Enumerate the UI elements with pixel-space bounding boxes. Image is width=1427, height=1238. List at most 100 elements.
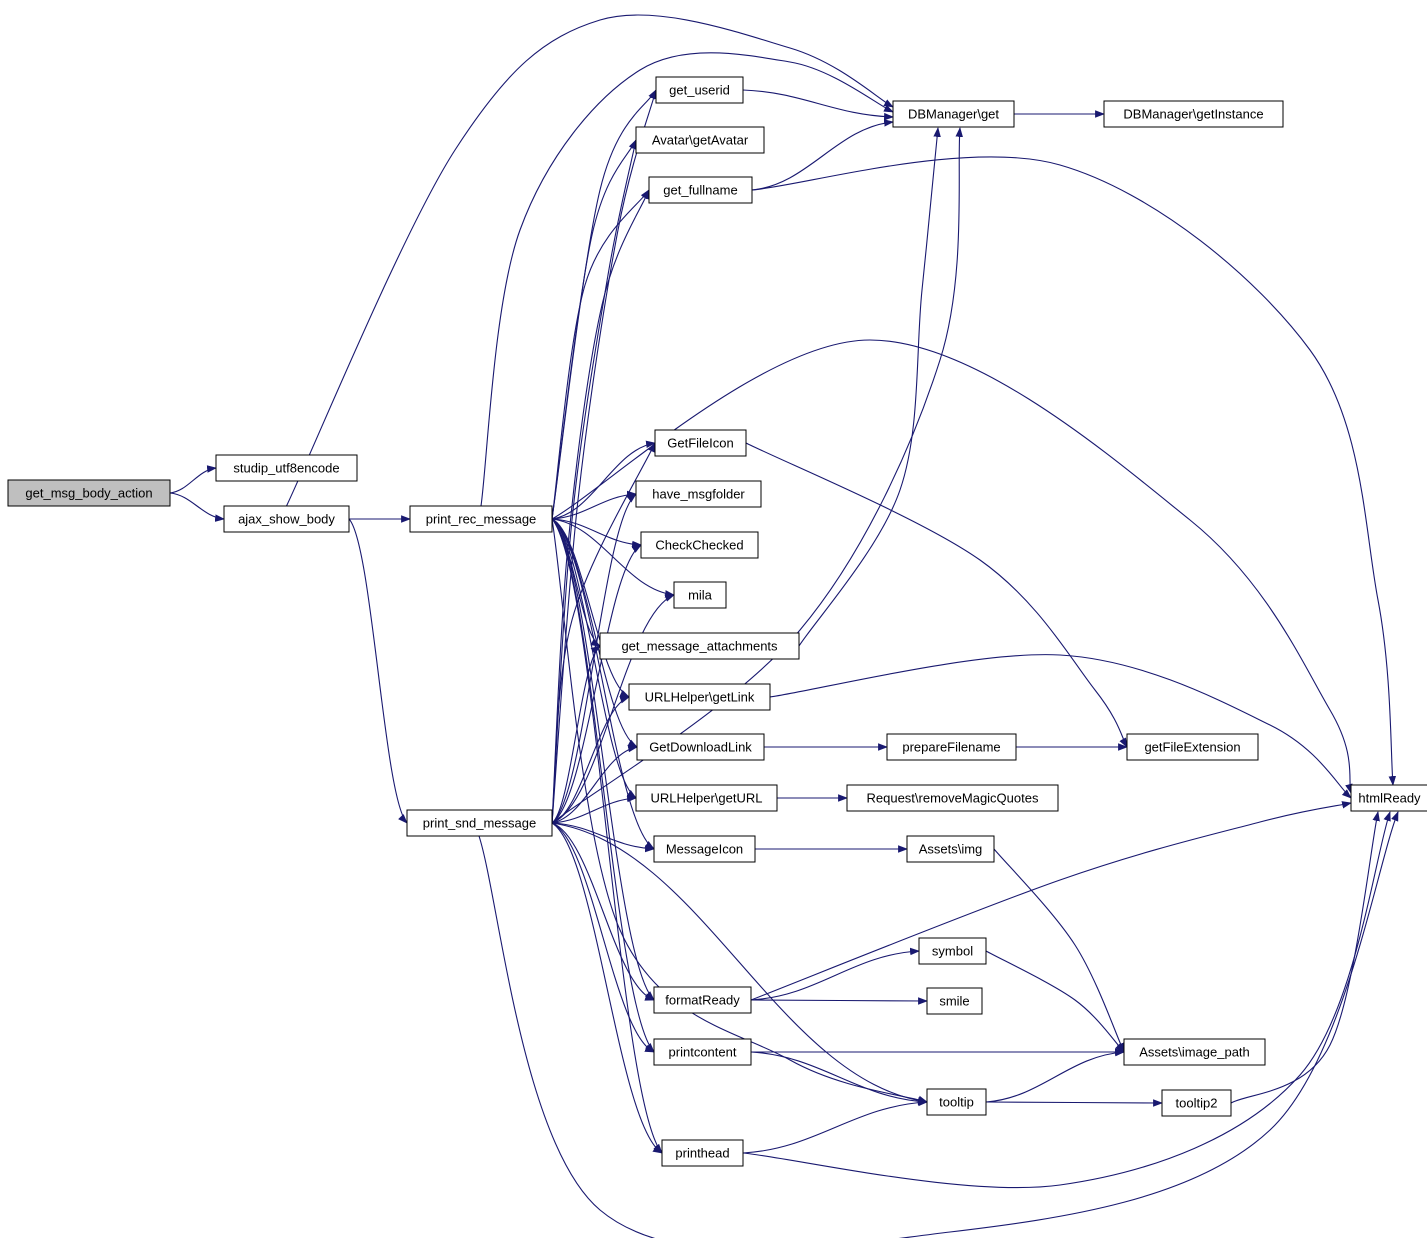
node-htmlready[interactable]: htmlReady (1350, 784, 1427, 812)
node-box-assets_image_path[interactable] (1123, 1038, 1266, 1066)
node-box-request_removemagicquotes[interactable] (846, 784, 1059, 812)
edge-print_snd_message-to-get_message_attachments (551, 645, 601, 824)
node-smile[interactable]: smile (926, 987, 983, 1015)
node-label-printhead: printhead (675, 1146, 729, 1161)
node-box-getfileicon[interactable] (654, 429, 747, 457)
node-box-getfileextension[interactable] (1126, 733, 1259, 761)
node-box-print_rec_message[interactable] (409, 505, 553, 533)
node-box-printcontent[interactable] (653, 1038, 752, 1066)
node-box-tooltip2[interactable] (1161, 1089, 1232, 1117)
node-box-symbol[interactable] (918, 937, 987, 965)
node-label-printcontent: printcontent (669, 1045, 737, 1060)
edge-formatready-to-htmlready (750, 801, 1352, 1001)
edge-get_msg_body_action-to-ajax_show_body (169, 492, 225, 522)
node-print_snd_message[interactable]: print_snd_message (406, 809, 553, 837)
node-box-printhead[interactable] (661, 1139, 744, 1167)
edge-get_msg_body_action-to-studip_utf8encode (169, 465, 217, 494)
node-print_rec_message[interactable]: print_rec_message (409, 505, 553, 533)
node-label-dbmanager_get: DBManager\get (908, 107, 999, 122)
node-preparefilename[interactable]: prepareFilename (886, 733, 1017, 761)
node-checkchecked[interactable]: CheckChecked (640, 531, 759, 559)
node-getdownloadlink[interactable]: GetDownloadLink (636, 733, 765, 761)
node-label-tooltip2: tooltip2 (1176, 1096, 1218, 1111)
node-box-checkchecked[interactable] (640, 531, 759, 559)
node-formatready[interactable]: formatReady (653, 986, 752, 1014)
node-tooltip2[interactable]: tooltip2 (1161, 1089, 1232, 1117)
edge-print_snd_message-to-printhead (551, 822, 663, 1154)
node-label-have_msgfolder: have_msgfolder (652, 487, 745, 502)
node-label-tooltip: tooltip (939, 1095, 974, 1110)
node-box-getdownloadlink[interactable] (636, 733, 765, 761)
node-assets_image_path[interactable]: Assets\image_path (1123, 1038, 1266, 1066)
edge-print_rec_message-to-avatar_getavatar (551, 139, 637, 520)
edge-print_snd_message-to-urlhelper_getlink (551, 696, 630, 824)
node-label-get_userid: get_userid (669, 83, 730, 98)
edge-print_snd_message-to-messageicon (551, 822, 655, 853)
node-label-assets_image_path: Assets\image_path (1139, 1045, 1250, 1060)
node-ajax_show_body[interactable]: ajax_show_body (223, 505, 350, 533)
node-box-have_msgfolder[interactable] (635, 480, 762, 508)
node-get_userid[interactable]: get_userid (655, 76, 744, 104)
edge-ajax_show_body-to-print_snd_message (348, 518, 408, 824)
node-box-messageicon[interactable] (653, 835, 756, 863)
node-get_msg_body_action[interactable]: get_msg_body_action (7, 479, 171, 507)
node-box-get_userid[interactable] (655, 76, 744, 104)
node-box-mila[interactable] (673, 581, 727, 609)
node-box-assets_img[interactable] (906, 835, 995, 863)
node-box-htmlready[interactable] (1350, 784, 1427, 812)
edge-print_snd_message-to-tooltip (551, 822, 928, 1105)
node-box-studip_utf8encode[interactable] (215, 454, 358, 482)
node-tooltip[interactable]: tooltip (926, 1088, 987, 1116)
node-box-urlhelper_getlink[interactable] (628, 683, 771, 711)
edge-get_userid-to-dbmanager_get (742, 89, 894, 121)
node-box-ajax_show_body[interactable] (223, 505, 350, 533)
node-get_fullname[interactable]: get_fullname (648, 176, 753, 204)
node-getfileicon[interactable]: GetFileIcon (654, 429, 747, 457)
edge-getfileicon-to-getfileextension (745, 442, 1128, 748)
node-have_msgfolder[interactable]: have_msgfolder (635, 480, 762, 508)
node-request_removemagicquotes[interactable]: Request\removeMagicQuotes (846, 784, 1059, 812)
node-label-symbol: symbol (932, 944, 973, 959)
node-get_message_attachments[interactable]: get_message_attachments (599, 632, 800, 660)
node-label-print_snd_message: print_snd_message (423, 816, 536, 831)
node-box-preparefilename[interactable] (886, 733, 1017, 761)
node-studip_utf8encode[interactable]: studip_utf8encode (215, 454, 358, 482)
node-layer: get_msg_body_action studip_utf8encodeajax… (7, 76, 1427, 1167)
node-box-avatar_getavatar[interactable] (635, 126, 765, 154)
node-symbol[interactable]: symbol (918, 937, 987, 965)
node-label-htmlready: htmlReady (1358, 791, 1421, 806)
node-box-urlhelper_geturl[interactable] (635, 784, 778, 812)
node-box-dbmanager_get[interactable] (892, 100, 1015, 128)
edge-print_rec_message-to-printhead (551, 518, 663, 1154)
edge-get_message_attachments-to-dbmanager_get (798, 127, 941, 647)
node-assets_img[interactable]: Assets\img (906, 835, 995, 863)
node-box-formatready[interactable] (653, 986, 752, 1014)
node-box-get_message_attachments[interactable] (599, 632, 800, 660)
node-printcontent[interactable]: printcontent (653, 1038, 752, 1066)
edge-get_fullname-to-dbmanager_get (751, 119, 894, 191)
node-mila[interactable]: mila (673, 581, 727, 609)
node-urlhelper_getlink[interactable]: URLHelper\getLink (628, 683, 771, 711)
node-box-get_fullname[interactable] (648, 176, 753, 204)
node-avatar_getavatar[interactable]: Avatar\getAvatar (635, 126, 765, 154)
edge-formatready-to-smile (750, 997, 928, 1005)
edge-print_snd_message-to-formatready (551, 822, 655, 1001)
node-box-get_msg_body_action[interactable] (7, 479, 171, 507)
node-urlhelper_geturl[interactable]: URLHelper\getURL (635, 784, 778, 812)
node-printhead[interactable]: printhead (661, 1139, 744, 1167)
node-dbmanager_get[interactable]: DBManager\get (892, 100, 1015, 128)
node-box-print_snd_message[interactable] (406, 809, 553, 837)
edge-print_rec_message-to-tooltip (551, 518, 928, 1103)
node-dbmanager_getinstance[interactable]: DBManager\getInstance (1103, 100, 1284, 128)
edge-get_fullname-to-htmlready (751, 156, 1397, 786)
edge-tooltip2-to-htmlready (1230, 811, 1380, 1104)
node-box-smile[interactable] (926, 987, 983, 1015)
node-label-getdownloadlink: GetDownloadLink (649, 740, 752, 755)
node-getfileextension[interactable]: getFileExtension (1126, 733, 1259, 761)
node-box-tooltip[interactable] (926, 1088, 987, 1116)
node-box-dbmanager_getinstance[interactable] (1103, 100, 1284, 128)
edge-print_snd_message-to-have_msgfolder (551, 493, 637, 824)
node-messageicon[interactable]: MessageIcon (653, 835, 756, 863)
edge-print_snd_message-to-getdownloadlink (551, 744, 638, 824)
